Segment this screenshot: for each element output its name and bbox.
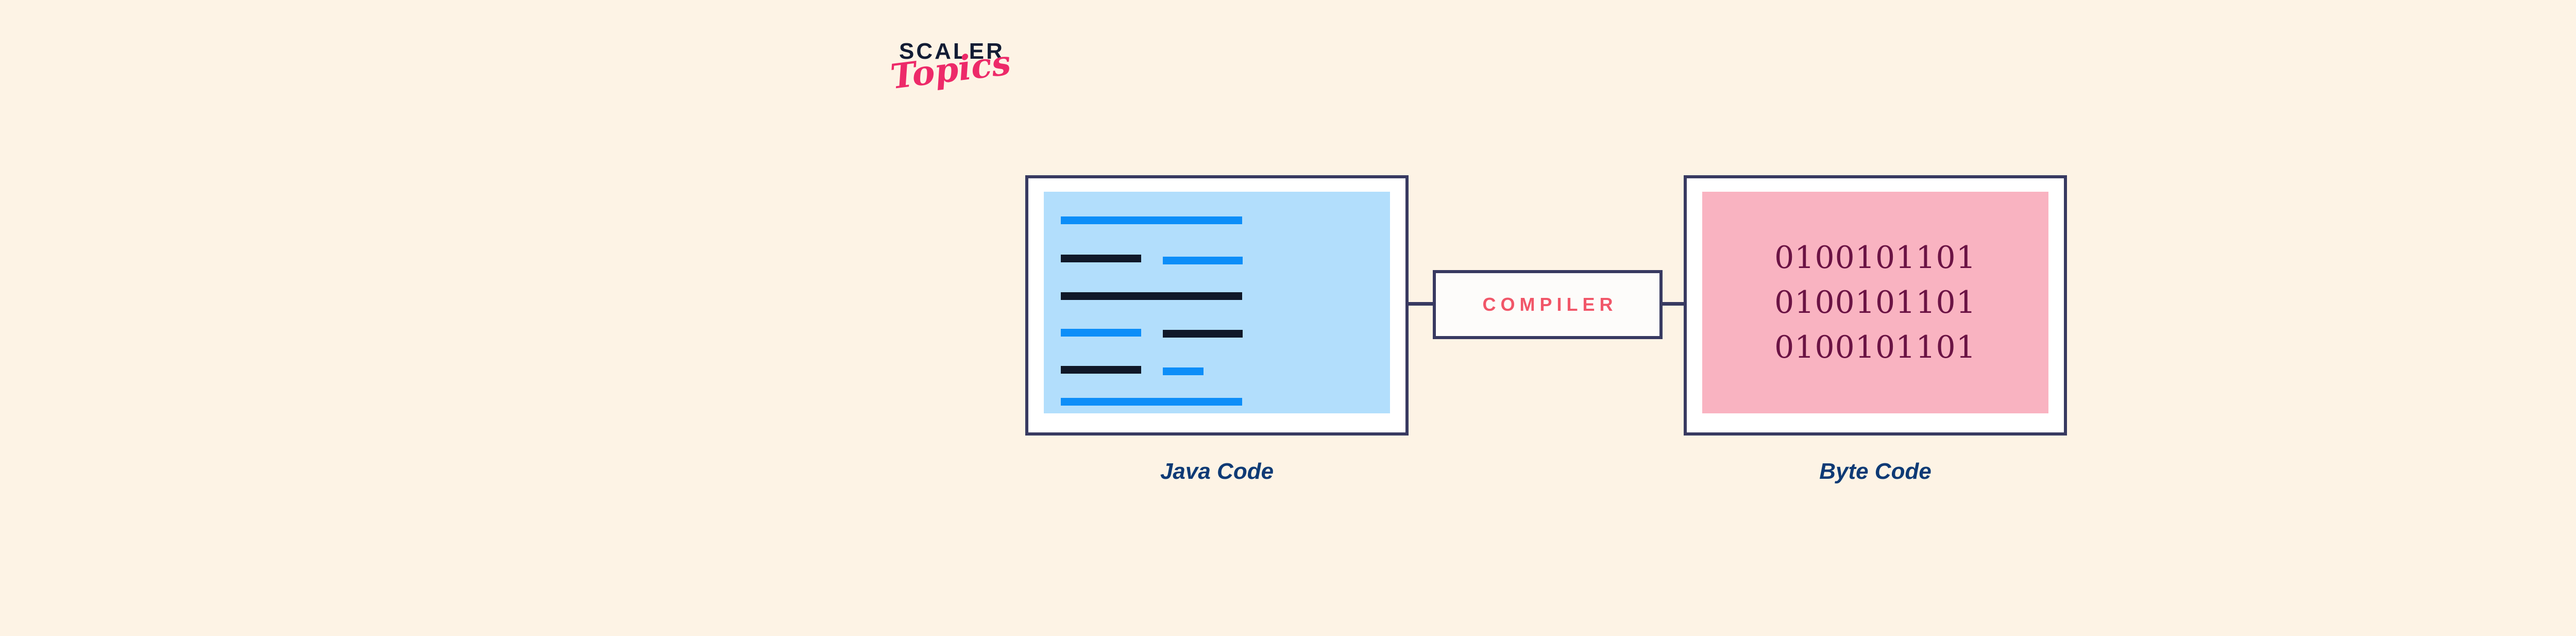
binary-line: 0100101101 — [1774, 329, 1976, 365]
binary-line: 0100101101 — [1774, 239, 1976, 276]
code-line-bar — [1061, 398, 1242, 406]
connector-line-source-to-compiler — [1405, 302, 1435, 306]
scaler-topics-logo: SCALER Topics — [888, 39, 1026, 128]
compiler-label: COMPILER — [1482, 294, 1618, 315]
byte-code-area: 0100101101 0100101101 0100101101 — [1702, 192, 2048, 413]
byte-code-panel: 0100101101 0100101101 0100101101 — [1684, 175, 2067, 436]
code-line-bar — [1061, 216, 1242, 224]
java-code-area — [1044, 192, 1390, 413]
java-code-panel — [1025, 175, 1409, 436]
java-code-caption: Java Code — [1160, 459, 1274, 484]
code-line-bar — [1061, 366, 1141, 374]
code-line-bar — [1163, 257, 1243, 264]
code-line-bar — [1061, 255, 1141, 262]
binary-line: 0100101101 — [1774, 284, 1976, 321]
code-line-bar — [1061, 292, 1242, 300]
code-line-bar — [1061, 329, 1141, 337]
logo-wordmark: SCALER — [899, 39, 1005, 64]
compiler-panel: COMPILER — [1433, 270, 1663, 339]
byte-code-caption: Byte Code — [1819, 459, 1931, 484]
code-line-bar — [1163, 330, 1243, 338]
code-line-bar — [1163, 367, 1204, 375]
connector-line-compiler-to-output — [1660, 302, 1687, 306]
